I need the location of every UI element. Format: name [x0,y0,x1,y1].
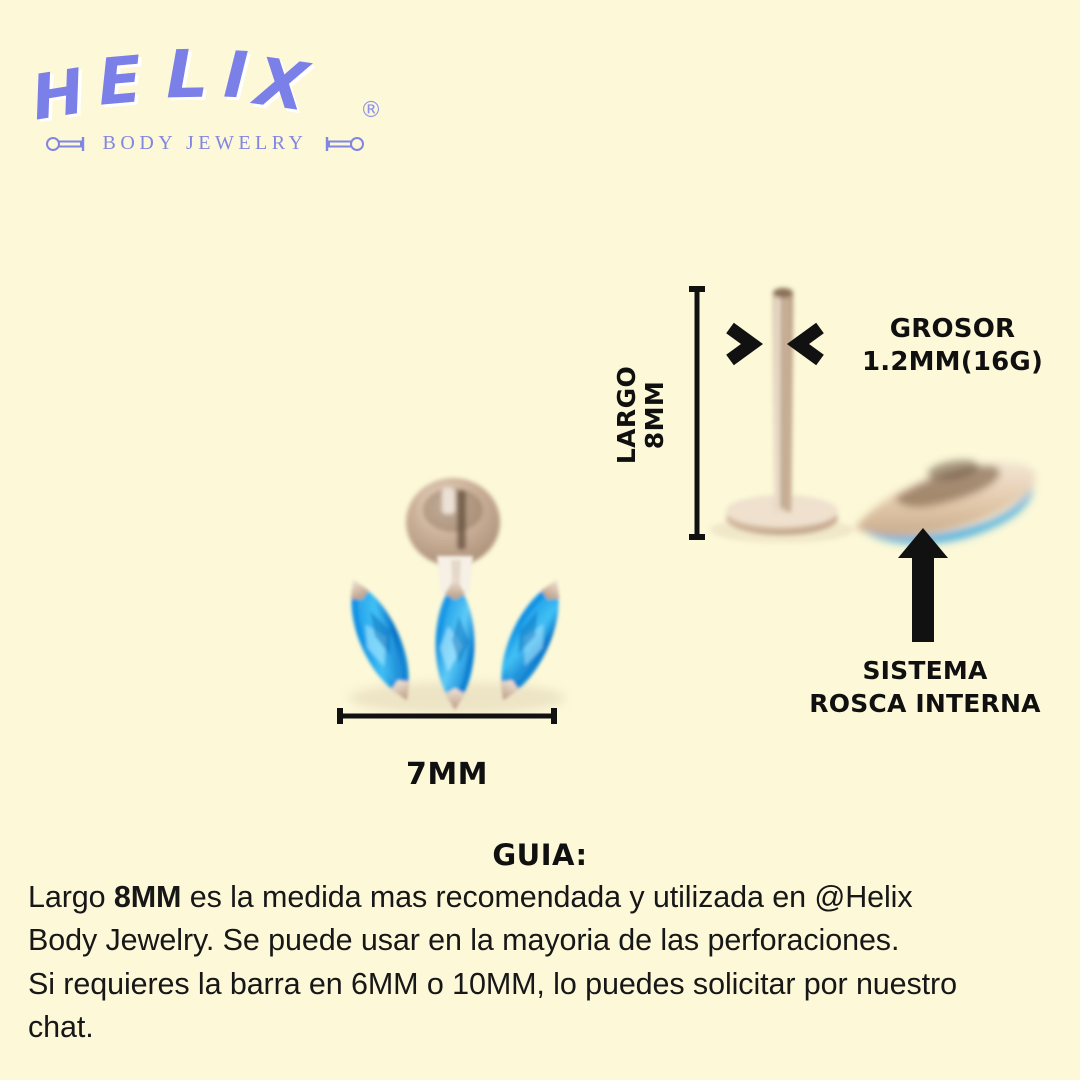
labret-post-illustration [710,288,854,543]
guide-line1-bold: 8MM [113,880,182,914]
guide-title: GUIA: [492,838,588,872]
logo-subtitle-row: Body Jewelry [40,132,370,155]
guide-body: Largo 8MM es la medida mas recomendada y… [28,876,1043,1049]
length-label-line2: 8MM [640,380,669,450]
guide-line1-post: es la medida mas recomendada y utilizada… [181,880,913,914]
logo-letter-l: L [165,35,208,114]
logo-wordmark: H E L I X [27,35,328,135]
logo-letter-e: E [94,43,144,121]
vertical-measure-bar [689,286,705,540]
dimension-line-width [336,708,558,724]
dimension-line-length [689,285,705,541]
marquise-stone-right [500,579,560,701]
guide-line-1: Largo 8MM es la medida mas recomendada y… [28,876,1043,919]
thread-label-line2: ROSCA INTERNA [809,688,1041,718]
logo-letter-h: H [26,54,89,135]
guide-line-3: Si requieres la barra en 6MM o 10MM, lo … [28,966,957,1001]
length-label: LARGO 8MM [596,330,686,500]
brand-logo: H E L I X ® Body Jewelry [27,35,382,166]
thread-label-line1: SISTEMA [862,656,988,685]
flat-back-disc [406,478,500,566]
thickness-label-line2: 1.2MM(16G) [861,347,1044,378]
product-photo-labret-post [700,280,870,550]
internal-thread-illustration [855,460,1036,545]
registered-trademark-icon: ® [360,98,382,123]
barbell-icon [45,136,84,151]
thread-system-label: SISTEMA ROSCA INTERNA [795,655,1055,720]
horizontal-measure-bar [337,708,557,724]
thread-pointer-arrow-icon [898,528,948,642]
guide-line-4: chat. [28,1009,94,1044]
earring-illustration [349,478,565,714]
guide-line1-pre: Largo [28,880,114,914]
barbell-icon [326,136,365,151]
thickness-chevrons-icon [726,322,824,366]
marquise-stone-left [350,579,410,701]
logo-letter-x: X [250,42,312,127]
thickness-label: GROSOR 1.2MM(16G) [845,313,1060,380]
logo-subtitle-text: Body Jewelry [102,132,308,154]
thickness-label-line1: GROSOR [889,314,1016,344]
marquise-stone-center [435,578,475,710]
width-label: 7MM [405,757,489,792]
guide-line-2: Body Jewelry. Se puede usar en la mayori… [28,923,900,958]
arrow-up-icon [898,528,948,642]
logo-letter-i: I [222,38,249,114]
product-photo-earring [305,470,605,720]
product-photo-internal-thread [835,430,1050,575]
length-label-line1: LARGO [612,365,641,465]
